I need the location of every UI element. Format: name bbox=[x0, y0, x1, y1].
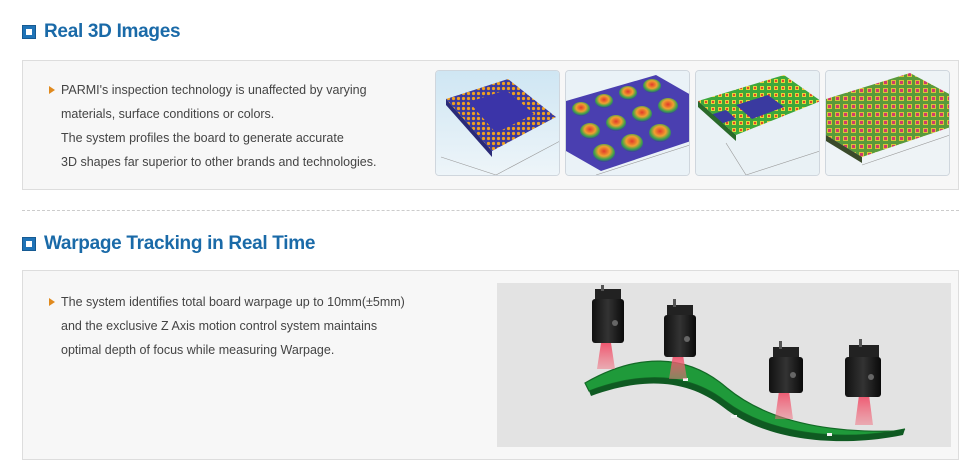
desc-line: optimal depth of focus while measuring W… bbox=[61, 343, 335, 357]
desc-line: and the exclusive Z Axis motion control … bbox=[61, 319, 378, 333]
warpage-illustration bbox=[497, 283, 951, 447]
arrow-bullet-icon bbox=[49, 86, 55, 94]
warpage-description: The system identifies total board warpag… bbox=[49, 290, 405, 362]
3d-image-bumps bbox=[565, 70, 690, 176]
desc-line: materials, surface conditions or colors. bbox=[61, 107, 275, 121]
desc-line: The system profiles the board to generat… bbox=[61, 131, 344, 145]
real-3d-description: PARMI's inspection technology is unaffec… bbox=[49, 78, 377, 174]
section-title: Warpage Tracking in Real Time bbox=[44, 233, 316, 254]
real-3d-panel: PARMI's inspection technology is unaffec… bbox=[22, 60, 959, 190]
section-heading-real-3d: Real 3D Images bbox=[22, 19, 181, 45]
3d-image-dense-pads bbox=[825, 70, 950, 176]
section-title: Real 3D Images bbox=[44, 21, 181, 42]
desc-line: The system identifies total board warpag… bbox=[61, 295, 405, 309]
arrow-bullet-icon bbox=[49, 298, 55, 306]
section-divider bbox=[22, 210, 959, 211]
desc-line: 3D shapes far superior to other brands a… bbox=[61, 155, 377, 169]
3d-image-green-board bbox=[695, 70, 820, 176]
warpage-panel: The system identifies total board warpag… bbox=[22, 270, 959, 460]
3d-image-gallery bbox=[435, 70, 955, 176]
3d-image-pad-grid bbox=[435, 70, 560, 176]
desc-line: PARMI's inspection technology is unaffec… bbox=[61, 83, 367, 97]
square-bullet-icon bbox=[22, 25, 36, 39]
section-heading-warpage: Warpage Tracking in Real Time bbox=[22, 231, 315, 257]
square-bullet-icon bbox=[22, 237, 36, 251]
